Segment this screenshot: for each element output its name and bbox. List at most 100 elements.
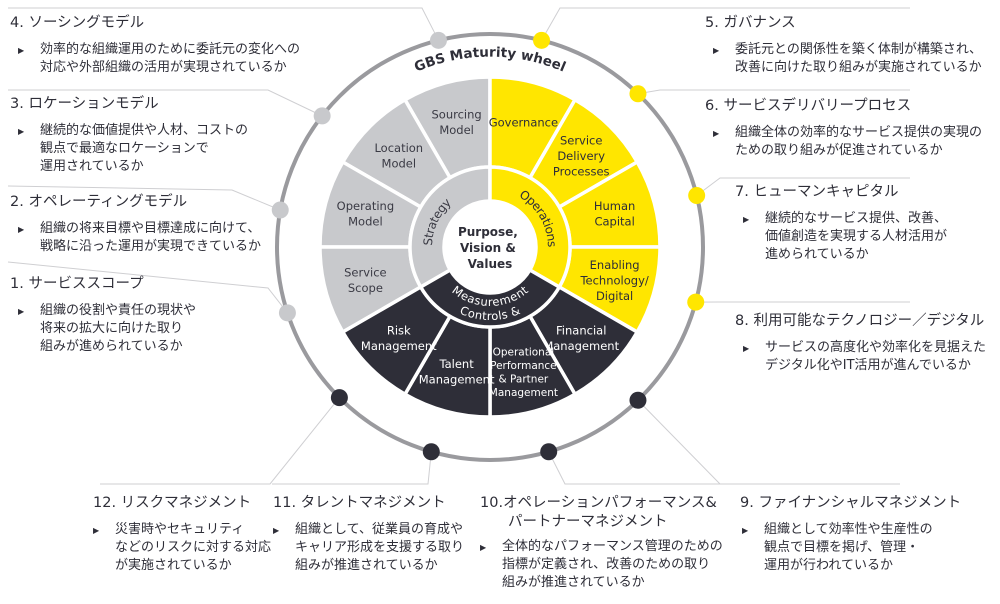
wheel-segment-label-line: Operational: [493, 346, 555, 358]
desc-line: 委託元との関係性を築く体制が構築され、: [735, 42, 983, 57]
item-title: 9. ファイナンシャルマネジメント: [740, 494, 961, 513]
item-description: ▶継続的なサービス提供、改善、価値創造を実現する人材活用が進められているか: [735, 210, 947, 264]
item-title: 6. サービスデリバリープロセス: [705, 97, 982, 116]
item-4-sourcing-model: 4. ソーシングモデル ▶ 効率的な組織運用のために委託元の変化への対応や外部組織…: [10, 14, 300, 77]
wheel-segment-label-line: Enabling: [590, 258, 640, 272]
center-label-line: Values: [468, 257, 513, 271]
item-title: 8. 利用可能なテクノロジー／デジタル: [735, 312, 986, 331]
wheel-segment-label-line: Processes: [553, 164, 610, 178]
item-title: 7. ヒューマンキャピタル: [735, 183, 947, 202]
desc-line: デジタル化やIT活用が進んでいるか: [765, 358, 971, 373]
desc-line: 対応や外部組織の活用が実現されているか: [40, 60, 287, 75]
desc-line: 戦略に沿った運用が実現できているか: [40, 239, 262, 254]
triangle-right-icon: ▶: [743, 344, 750, 353]
item-1-service-scope: 1. サービススコープ ▶組織の役割や責任の現状や将来の拡大に向けた取り組みが進…: [10, 275, 196, 356]
triangle-right-icon: ▶: [273, 526, 280, 535]
item-description: ▶組織の役割や責任の現状や将来の拡大に向けた取り組みが進められているか: [10, 302, 196, 356]
item-title-text: タレントマネジメント: [300, 495, 446, 511]
wheel-segment-label-line: Sourcing: [432, 108, 482, 122]
wheel-segment-label-line: Performance: [490, 360, 557, 372]
wheel-segment-label-line: Management: [419, 372, 495, 386]
item-description: ▶組織全体の効率的なサービス提供の実現のための取り組みが促進されているか: [705, 124, 982, 160]
connector-line: [696, 177, 910, 196]
item-title-text: オペレーションパフォーマンス&: [503, 495, 717, 511]
item-title-text: 利用可能なテクノロジー／デジタル: [753, 313, 985, 329]
desc-line: キャリア形成を支援する取り: [295, 540, 465, 555]
ring-dot: [330, 389, 348, 407]
wheel-segment-label-line: Delivery: [557, 149, 605, 163]
connector-line: [8, 89, 323, 117]
wheel-segment-label-line: Governance: [489, 115, 558, 129]
item-description: ▶組織の将来目標や目標達成に向けて、戦略に沿った運用が実現できているか: [10, 220, 261, 256]
desc-line: 組織として効率性や生産性の: [764, 522, 933, 537]
wheel-segment-label-line: Operating: [337, 199, 395, 213]
center-label-line: Vision &: [460, 241, 516, 255]
item-title-text: ヒューマンキャピタル: [753, 184, 899, 200]
item-title: 4. ソーシングモデル: [10, 14, 300, 33]
item-number: 7.: [735, 184, 749, 200]
item-title: 1. サービススコープ: [10, 275, 196, 294]
desc-line: が実施されているか: [115, 558, 232, 573]
item-8-enabling-technology-digital: 8. 利用可能なテクノロジー／デジタル ▶サービスの高度化や効率化を見据えたデジ…: [735, 312, 986, 375]
item-11-talent-management: 11. タレントマネジメント ▶ 組織として、従業員の育成やキャリア形成を支援する…: [273, 494, 464, 575]
wheel-segment-label-line: Model: [439, 123, 474, 137]
connector-line: [548, 451, 730, 485]
connector-line: [272, 451, 432, 485]
triangle-right-icon: ▶: [713, 46, 720, 55]
ring-dot: [629, 391, 647, 409]
item-title-text: サービスデリバリープロセス: [723, 98, 912, 114]
item-2-operating-model: 2. オペレーティングモデル ▶組織の将来目標や目標達成に向けて、戦略に沿った運…: [10, 193, 261, 256]
wheel-segment-label-line: & Partner: [499, 373, 549, 385]
triangle-right-icon: ▶: [18, 46, 25, 55]
ring-dots: [271, 31, 706, 461]
item-title: 12. リスクマネジメント: [93, 494, 271, 513]
item-6-service-delivery-processes: 6. サービスデリバリープロセス ▶組織全体の効率的なサービス提供の実現のための…: [705, 97, 982, 160]
item-description: ▶組織として、従業員の育成やキャリア形成を支援する取り組みが推進されているか: [273, 521, 464, 575]
wheel-segment-label-line: Model: [382, 157, 417, 171]
item-number: 1.: [10, 276, 24, 292]
item-number: 3.: [10, 96, 24, 112]
wheel-segment-label-line: Service: [560, 133, 603, 147]
item-title-text: サービススコープ: [28, 276, 144, 292]
item-title-line2: パートナーマネジメント: [508, 514, 668, 530]
wheel-segment-label-line: Capital: [594, 214, 634, 228]
wheel-segment-label: Governance: [489, 115, 558, 129]
item-title-text: ガバナンス: [723, 15, 796, 31]
desc-line: などのリスクに対する対応: [115, 540, 272, 555]
item-5-governance: 5. ガバナンス ▶委託元との関係性を築く体制が構築され、改善に向けた取り組みが…: [705, 14, 982, 77]
desc-line: 改善に向けた取り組みが実施されているか: [735, 60, 982, 75]
triangle-right-icon: ▶: [18, 225, 25, 234]
center-circle: [444, 201, 536, 293]
desc-line: 全体的なパフォーマンス管理のための: [502, 539, 723, 554]
item-10-operational-performance-partner-management: 10.オペレーションパフォーマンス& パートナーマネジメント ▶全体的なパフォー…: [480, 494, 723, 592]
desc-line: 効率的な組織運用のために委託元の変化への: [40, 42, 301, 57]
desc-line: 将来の拡大に向けた取り: [40, 321, 184, 336]
item-title-text: ファイナンシャルマネジメント: [758, 495, 962, 511]
wheel-segment-label-line: Digital: [596, 289, 633, 303]
wheel-segment-label-line: Management: [543, 339, 619, 353]
item-title: 11. タレントマネジメント: [273, 494, 464, 513]
item-number: 2.: [10, 194, 24, 210]
wheel-segment-label-line: Scope: [348, 281, 383, 295]
desc-line: 組みが推進されているか: [502, 575, 645, 590]
item-title-text: リスクマネジメント: [120, 495, 252, 511]
wheel-segment-label-line: Management: [489, 387, 558, 399]
connector-line: [7, 185, 281, 211]
desc-line: 組織として、従業員の育成や: [295, 522, 463, 537]
item-number: 4.: [10, 15, 24, 31]
desc-line: 運用が行われているか: [764, 558, 893, 573]
ring-dot: [422, 443, 440, 461]
item-title: 3. ロケーションモデル: [10, 95, 248, 114]
item-title: 10.オペレーションパフォーマンス&: [480, 494, 723, 513]
desc-line: 組織全体の効率的なサービス提供の実現の: [735, 125, 983, 140]
desc-line: 運用されているか: [40, 159, 144, 174]
wheel-segment-label-line: Financial: [556, 323, 606, 337]
desc-line: 災害時やセキュリティ: [115, 522, 245, 537]
item-description: ▶全体的なパフォーマンス管理のための指標が定義され、改善のための取り組みが推進さ…: [480, 538, 723, 592]
wheel-segment-label-line: Talent: [438, 357, 474, 371]
